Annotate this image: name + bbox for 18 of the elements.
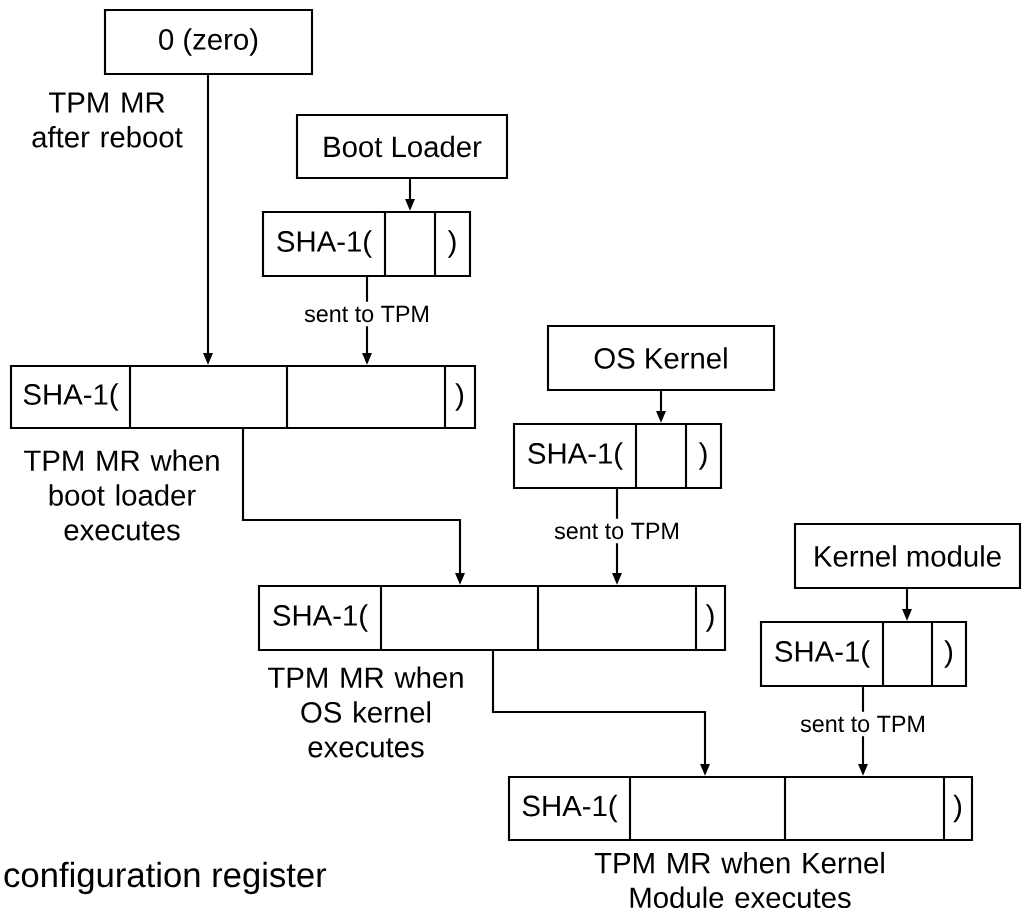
caption-text: TPM MR when Kernel Module executes: [594, 851, 884, 909]
edge-label: sent to TPM: [550, 518, 684, 544]
process-box: OS Kernel: [546, 324, 776, 392]
caption-text: TPM MR when boot loader executes: [24, 449, 219, 541]
hash-register-box: SHA-1( ): [9, 364, 477, 430]
process-box: 0 (zero): [103, 8, 314, 76]
caption-text: TPM MR when OS kernel executes: [268, 666, 463, 758]
hash-register-box: SHA-1( ): [261, 210, 472, 278]
hash-register-box: SHA-1( ): [257, 584, 727, 652]
caption-text: configuration register: [4, 861, 327, 895]
edge-label: sent to TPM: [796, 711, 930, 737]
hash-register-box: SHA-1( ): [507, 775, 974, 842]
hash-register-box: SHA-1( ): [759, 620, 968, 688]
caption-text: TPM MR after reboot: [32, 92, 183, 148]
process-box: Kernel module: [793, 522, 1022, 590]
process-box: Boot Loader: [295, 113, 509, 180]
edge-label: sent to TPM: [300, 301, 434, 327]
hash-register-box: SHA-1( ): [512, 422, 723, 490]
